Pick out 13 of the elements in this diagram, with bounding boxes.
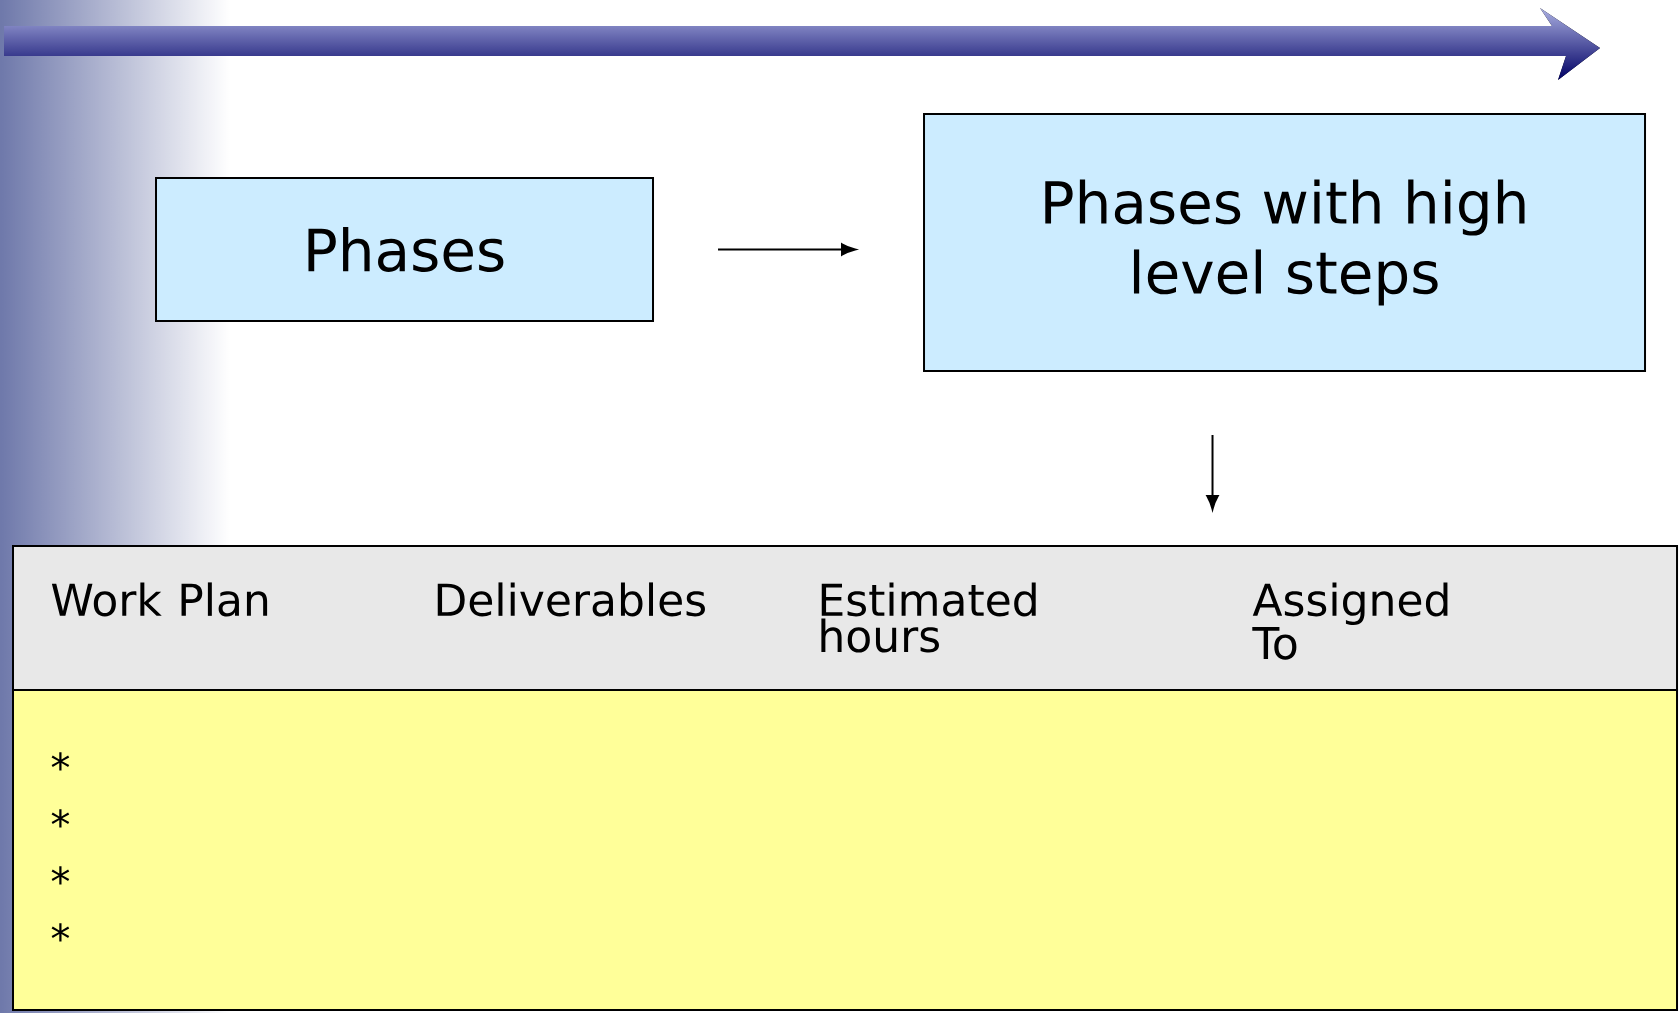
table-header [12,545,1678,691]
header-cell: Estimated hours [821,582,1036,653]
bullet-mark: * [51,923,70,942]
header-cell: Work Plan [51,582,268,617]
table-body [12,689,1678,1011]
bullet-mark: * [51,809,70,828]
process-box: Phases with high level steps [923,113,1646,372]
header-cell: Assigned To [1252,582,1448,660]
arrow [717,243,857,256]
process-box: Phases [155,177,654,322]
bullet-mark: * [51,752,70,771]
bullet-mark: * [51,866,70,885]
header-cell: Deliverables [437,582,705,617]
